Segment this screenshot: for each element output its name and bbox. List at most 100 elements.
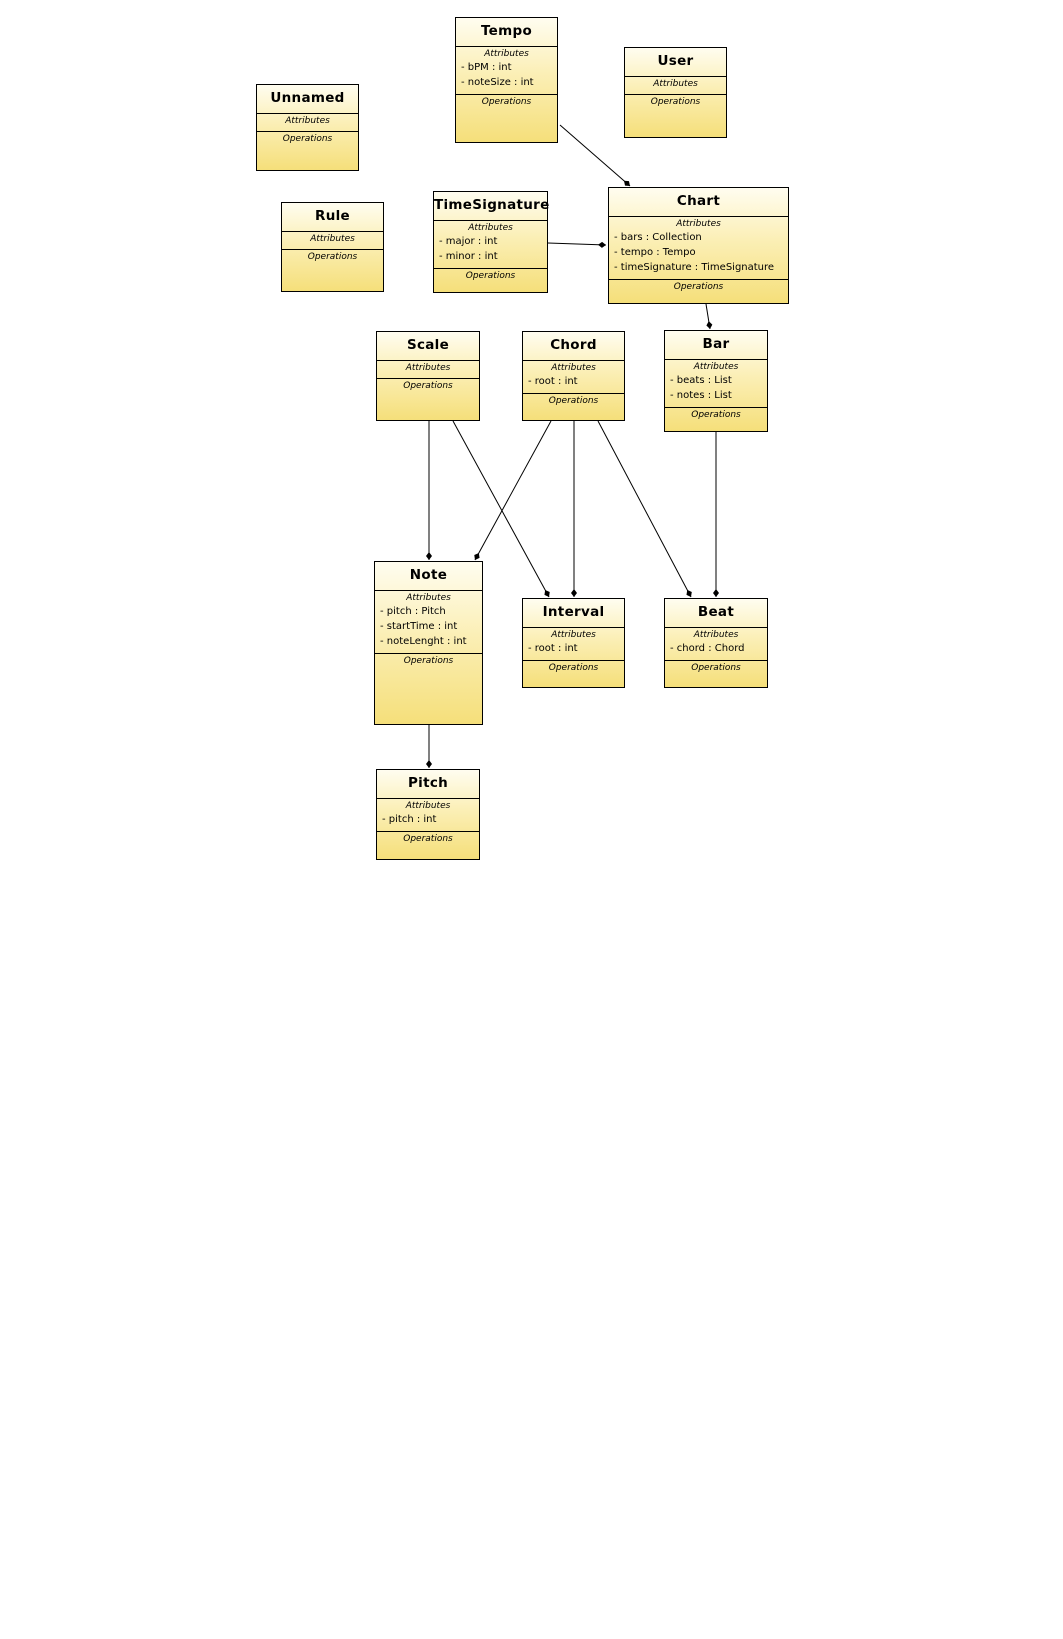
composition-diamond-icon xyxy=(474,552,480,560)
composition-diamond-icon xyxy=(686,589,692,597)
class-name-rule: Rule xyxy=(282,203,383,232)
attributes-compartment: Attributes xyxy=(625,77,726,95)
attributes-compartment: Attributes - pitch : int xyxy=(377,799,479,832)
composition-diamond-icon xyxy=(713,589,719,597)
attribute-item: - bPM : int xyxy=(461,62,512,73)
operations-label: Operations xyxy=(548,663,599,673)
operations-label: Operations xyxy=(481,97,532,107)
attribute-item: - noteSize : int xyxy=(461,77,534,88)
class-name-pitch: Pitch xyxy=(377,770,479,799)
operations-compartment: Operations xyxy=(456,95,557,108)
relation-note-pitch[interactable] xyxy=(426,725,432,768)
relation-chart-bar[interactable] xyxy=(705,303,713,330)
operations-label: Operations xyxy=(403,656,454,666)
class-name-chart: Chart xyxy=(609,188,788,217)
composition-diamond-icon xyxy=(598,241,606,248)
operations-compartment: Operations xyxy=(523,661,624,674)
attributes-label: Attributes xyxy=(653,79,698,89)
class-name-bar: Bar xyxy=(665,331,767,360)
operations-label: Operations xyxy=(282,134,333,144)
attributes-compartment: Attributes- root : int xyxy=(523,628,624,661)
composition-diamond-icon xyxy=(426,552,432,560)
relation-line xyxy=(597,420,692,598)
operations-label: Operations xyxy=(650,97,701,107)
attribute-item: - tempo : Tempo xyxy=(614,247,696,258)
attributes-compartment: Attributes xyxy=(282,232,383,250)
attribute-item: - bars : Collection xyxy=(614,232,702,243)
operations-compartment: Operations xyxy=(523,394,624,407)
operations-compartment: Operations xyxy=(609,280,788,293)
relation-scale-note[interactable] xyxy=(426,421,432,560)
attribute-item: - pitch : int xyxy=(382,814,437,825)
attributes-label: Attributes xyxy=(551,630,596,640)
attributes-compartment: Attributes xyxy=(257,114,358,132)
operations-compartment: Operations xyxy=(377,832,479,845)
class-name-unnamed: Unnamed xyxy=(257,85,358,114)
attributes-compartment: Attributes- pitch : Pitch- startTime : i… xyxy=(375,591,482,654)
operations-compartment: Operations xyxy=(665,408,767,421)
attributes-label: Attributes xyxy=(693,362,739,372)
attributes-compartment: Attributes - bPM : int - noteSize : int xyxy=(456,47,557,95)
relation-chord-beat[interactable] xyxy=(597,420,692,598)
relation-timesignature-chart[interactable] xyxy=(547,241,607,248)
composition-diamond-icon xyxy=(623,180,630,186)
operations-compartment: Operations xyxy=(625,95,726,108)
operations-compartment: Operations xyxy=(665,661,767,674)
relation-line xyxy=(705,303,711,330)
operations-label: Operations xyxy=(465,271,516,281)
attributes-label: Attributes xyxy=(693,630,739,640)
relation-chord-note[interactable] xyxy=(474,420,552,561)
attribute-item: - noteLenght : int xyxy=(380,636,467,647)
operations-label: Operations xyxy=(307,252,358,262)
operations-compartment: Operations xyxy=(377,379,479,392)
attributes-label: Attributes xyxy=(676,219,721,229)
attribute-item: - minor : int xyxy=(439,251,498,262)
attributes-compartment: Attributes- root : int xyxy=(523,361,624,394)
operations-compartment: Operations xyxy=(257,132,358,145)
class-name-scale: Scale xyxy=(377,332,479,361)
attributes-label: Attributes xyxy=(405,801,451,811)
attribute-item: - startTime : int xyxy=(380,621,458,632)
class-name-beat: Beat xyxy=(665,599,767,628)
class-name-tempo: Tempo xyxy=(456,18,557,47)
attribute-item: - timeSignature : TimeSignature xyxy=(614,262,775,273)
class-name-timesignature: TimeSignature xyxy=(434,192,549,221)
attribute-item: - chord : Chord xyxy=(670,643,745,654)
operations-label: Operations xyxy=(691,663,741,673)
relation-chord-interval[interactable] xyxy=(571,421,577,597)
attributes-label: Attributes xyxy=(405,363,451,373)
operations-label: Operations xyxy=(403,834,453,844)
relation-line xyxy=(547,242,607,246)
class-name-user: User xyxy=(625,48,726,77)
relation-line xyxy=(559,124,631,187)
relation-bar-beat[interactable] xyxy=(713,432,719,597)
attributes-compartment: Attributes- beats : List- notes : List xyxy=(665,360,767,408)
attribute-item: - root : int xyxy=(528,376,578,387)
operations-compartment: Operations xyxy=(282,250,383,263)
class-name-interval: Interval xyxy=(523,599,624,628)
composition-diamond-icon xyxy=(571,589,577,597)
attributes-label: Attributes xyxy=(285,116,330,126)
attributes-label: Attributes xyxy=(484,49,529,59)
composition-diamond-icon xyxy=(544,589,550,597)
attribute-item: - pitch : Pitch xyxy=(380,606,446,617)
attribute-item: - major : int xyxy=(439,236,498,247)
attributes-compartment: Attributes- major : int- minor : int xyxy=(434,221,547,269)
attribute-item: - notes : List xyxy=(670,390,732,401)
relation-tempo-chart[interactable] xyxy=(559,124,631,187)
class-name-chord: Chord xyxy=(523,332,624,361)
